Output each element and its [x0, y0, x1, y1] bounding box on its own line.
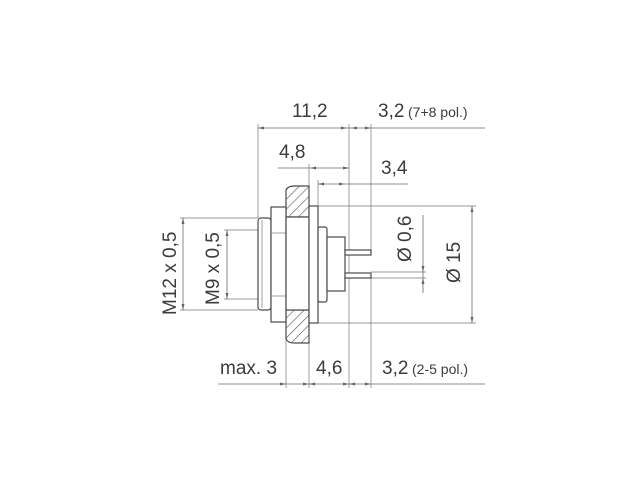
- label-pin-note-7-8: (7+8 pol.): [408, 104, 468, 120]
- pin-holder: [326, 236, 346, 292]
- dimension-labels: 11,2 3,2 (7+8 pol.) 4,8 3,4 Ø 0,6 Ø 15 M…: [160, 101, 468, 379]
- label-body-length: 4,6: [316, 358, 342, 379]
- pin-upper: [344, 249, 372, 256]
- rear-flange: [308, 205, 319, 324]
- label-overall-length: 11,2: [292, 101, 328, 122]
- label-pin-note-2-5: (2-5 pol.): [412, 361, 468, 377]
- label-pin-diameter: Ø 0,6: [395, 216, 416, 262]
- hex-nut: [270, 206, 287, 323]
- label-pin-holder-length: 3,4: [381, 158, 408, 179]
- label-inner-thread: M9 x 0,5: [203, 232, 224, 305]
- panel-top-section: [285, 185, 310, 218]
- connector-body: [257, 185, 372, 344]
- front-thread: [257, 217, 272, 311]
- label-pin-length-7-8: 3,2: [378, 101, 404, 122]
- panel-bottom-section: [285, 309, 310, 344]
- label-panel-thickness: max. 3: [220, 358, 277, 379]
- label-flange-diameter: Ø 15: [444, 242, 465, 283]
- label-rear-length: 4,8: [279, 142, 305, 163]
- label-front-thread: M12 x 0,5: [160, 232, 181, 315]
- dimension-lines: [181, 126, 485, 386]
- pin-lower: [344, 272, 372, 279]
- label-pin-length-2-5: 3,2: [382, 358, 408, 379]
- housing-through-panel: [285, 216, 310, 311]
- rear-body: [317, 226, 328, 303]
